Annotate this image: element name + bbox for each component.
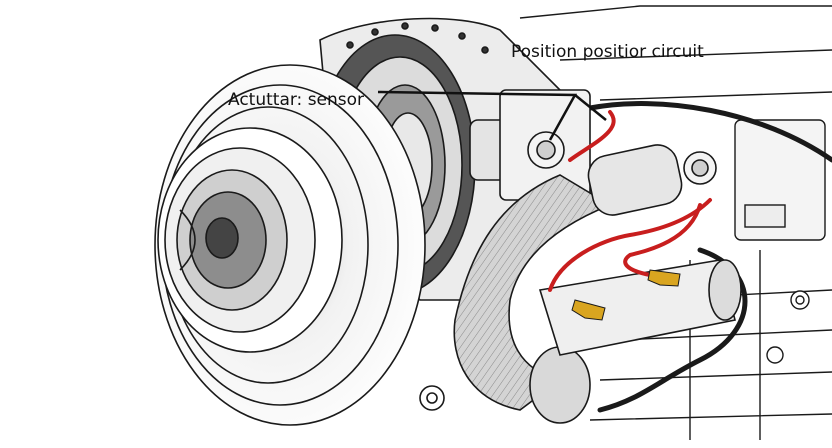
intake-hose (453, 144, 683, 424)
position-circuit-label: Position positior circuit (511, 42, 704, 62)
gold-connector (571, 269, 681, 321)
actuator-sensor-label: Actuttar: sensor (228, 90, 365, 110)
engine-frame (519, 5, 832, 440)
sensor-fitting (419, 131, 717, 411)
compressor-wheel (154, 64, 426, 426)
leader-lines (377, 90, 607, 141)
red-wire (548, 110, 712, 292)
lower-pipe (538, 259, 742, 356)
